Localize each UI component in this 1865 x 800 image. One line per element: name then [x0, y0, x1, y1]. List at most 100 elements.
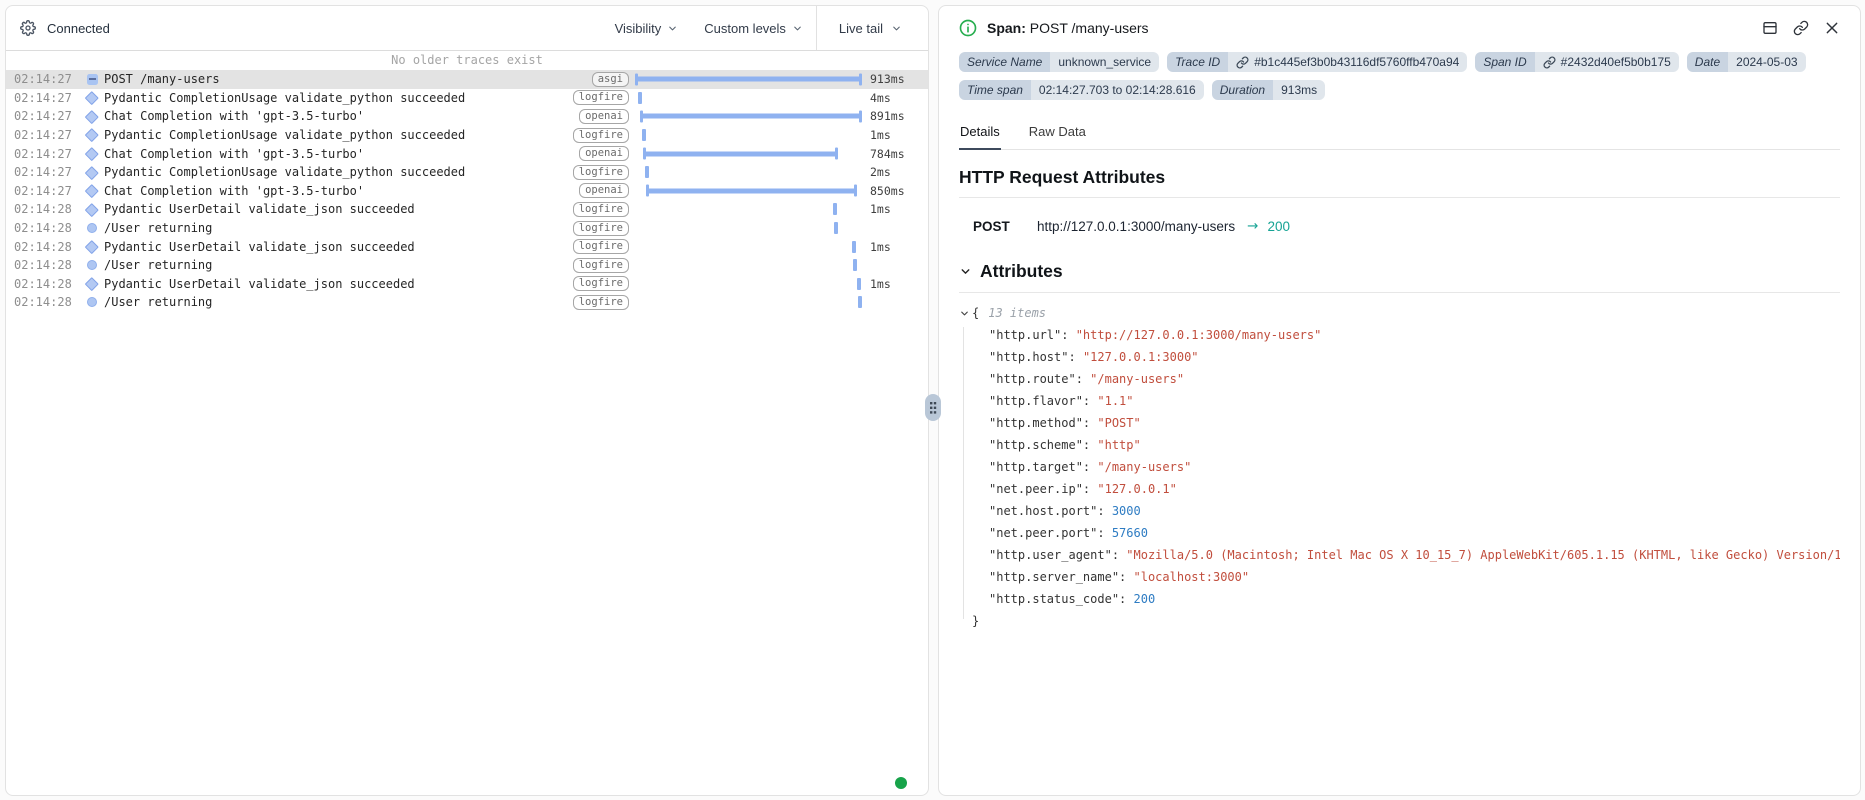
trace-duration: 2ms [870, 165, 891, 180]
json-string-value: "127.0.0.1" [1097, 482, 1177, 496]
json-entry-list: "http.url": "http://127.0.0.1:3000/many-… [959, 324, 1840, 610]
trace-timestamp: 02:14:27 [14, 90, 72, 105]
trace-duration: 4ms [870, 90, 891, 105]
chevron-down-icon [669, 26, 677, 30]
json-number-value: 200 [1133, 592, 1156, 606]
json-entry: "http.server_name": "localhost:3000" [989, 570, 1250, 584]
attributes-json-tree: { 13 items "http.url": "http://127.0.0.1… [959, 302, 1840, 632]
duration-bar [646, 188, 857, 194]
json-string-value: "Mozilla/5.0 (Macintosh; Intel Mac OS X … [1126, 548, 1840, 562]
trace-label: Pydantic UserDetail validate_json succee… [104, 239, 415, 254]
trace-bar-track [636, 126, 861, 145]
duration-tick [645, 166, 650, 179]
log-circle-icon [87, 297, 97, 308]
badge-value: 02:14:27.703 to 02:14:28.616 [1030, 80, 1204, 100]
json-entry: "http.target": "/many-users" [989, 460, 1192, 474]
json-key: "net.peer.ip" [989, 482, 1083, 496]
json-entry: "http.flavor": "1.1" [989, 394, 1134, 408]
span-diamond-icon [85, 109, 99, 124]
json-entry: "http.user_agent": "Mozilla/5.0 (Macinto… [959, 544, 1840, 566]
http-request-line: POST http://127.0.0.1:3000/many-users → … [959, 218, 1840, 234]
trace-label: /User returning [104, 221, 213, 236]
live-tail-dropdown[interactable]: Live tail [815, 6, 928, 50]
json-string-value: "/many-users" [1090, 372, 1185, 386]
duration-tick [857, 296, 862, 309]
live-indicator-dot [895, 777, 907, 789]
trace-label: /User returning [104, 258, 213, 273]
trace-timestamp: 02:14:28 [14, 295, 72, 310]
trace-timestamp: 02:14:27 [14, 72, 72, 87]
trace-tag: logfire [572, 164, 629, 180]
meta-badge: Trace ID#b1c445ef3b0b43116df5760ffb470a9… [1167, 52, 1468, 72]
grip-dots-icon [930, 401, 937, 414]
close-icon[interactable] [1824, 20, 1840, 36]
json-key: "http.user_agent" [989, 548, 1112, 562]
settings-gear-icon[interactable] [20, 20, 36, 36]
json-key: "net.host.port" [989, 504, 1098, 518]
span-diamond-icon [85, 202, 99, 217]
trace-duration: 1ms [870, 276, 891, 291]
json-key: "net.peer.port" [989, 526, 1098, 540]
arrow-right-icon: → [1247, 218, 1259, 234]
trace-bar-track [636, 107, 861, 126]
badge-label: Span ID [1475, 52, 1535, 72]
trace-tag: logfire [572, 276, 629, 292]
trace-timestamp: 02:14:27 [14, 183, 72, 198]
chevron-down-icon [893, 26, 900, 30]
no-older-traces-message: No older traces exist [391, 53, 543, 67]
trace-bar-track [636, 237, 861, 256]
trace-row[interactable]: 02:14:27 Pydantic CompletionUsage validat… [6, 89, 928, 108]
json-entry: "http.scheme": "http" [989, 438, 1141, 452]
trace-toolbar: Connected Visibility Custom levels Live … [6, 6, 928, 51]
copy-link-icon[interactable] [1793, 20, 1809, 36]
trace-label: Pydantic CompletionUsage validate_python… [104, 128, 466, 143]
trace-timestamp: 02:14:27 [14, 165, 72, 180]
http-request-attributes-heading: HTTP Request Attributes [959, 167, 1840, 198]
badge-value[interactable]: #2432d40ef5b0b175 [1534, 52, 1679, 72]
trace-duration: 891ms [870, 109, 905, 124]
badge-value[interactable]: #b1c445ef3b0b43116df5760ffb470a94 [1228, 52, 1468, 72]
chevron-down-icon[interactable] [959, 265, 972, 278]
trace-label: Pydantic CompletionUsage validate_python… [104, 90, 466, 105]
badge-label: Date [1686, 52, 1729, 72]
panel-resize-handle[interactable] [925, 394, 941, 421]
chevron-down-icon[interactable] [959, 308, 970, 319]
span-diamond-icon [85, 277, 99, 291]
badge-label: Time span [959, 80, 1031, 100]
custom-levels-dropdown[interactable]: Custom levels [691, 6, 816, 50]
tab-details[interactable]: Details [959, 115, 1001, 150]
duration-tick [853, 259, 858, 272]
json-key: "http.target" [989, 460, 1083, 474]
badge-value: 913ms [1273, 80, 1326, 100]
visibility-dropdown[interactable]: Visibility [602, 6, 692, 50]
duration-tick [833, 222, 838, 235]
trace-bar-track [636, 182, 861, 201]
trace-timestamp: 02:14:28 [14, 221, 72, 236]
trace-duration: 850ms [870, 183, 905, 198]
trace-duration: 1ms [870, 128, 891, 143]
collapse-minus-icon[interactable] [86, 73, 98, 85]
http-method: POST [973, 218, 1010, 234]
split-panel-icon[interactable] [1762, 20, 1778, 36]
json-entry: "net.host.port": 3000 [989, 504, 1141, 518]
tab-raw-data[interactable]: Raw Data [1028, 124, 1086, 139]
trace-tag: logfire [572, 294, 629, 310]
trace-duration: 784ms [870, 146, 905, 161]
trace-label: Pydantic UserDetail validate_json succee… [104, 276, 415, 291]
badge-label: Trace ID [1167, 52, 1229, 72]
json-number-value: 3000 [1111, 504, 1141, 518]
